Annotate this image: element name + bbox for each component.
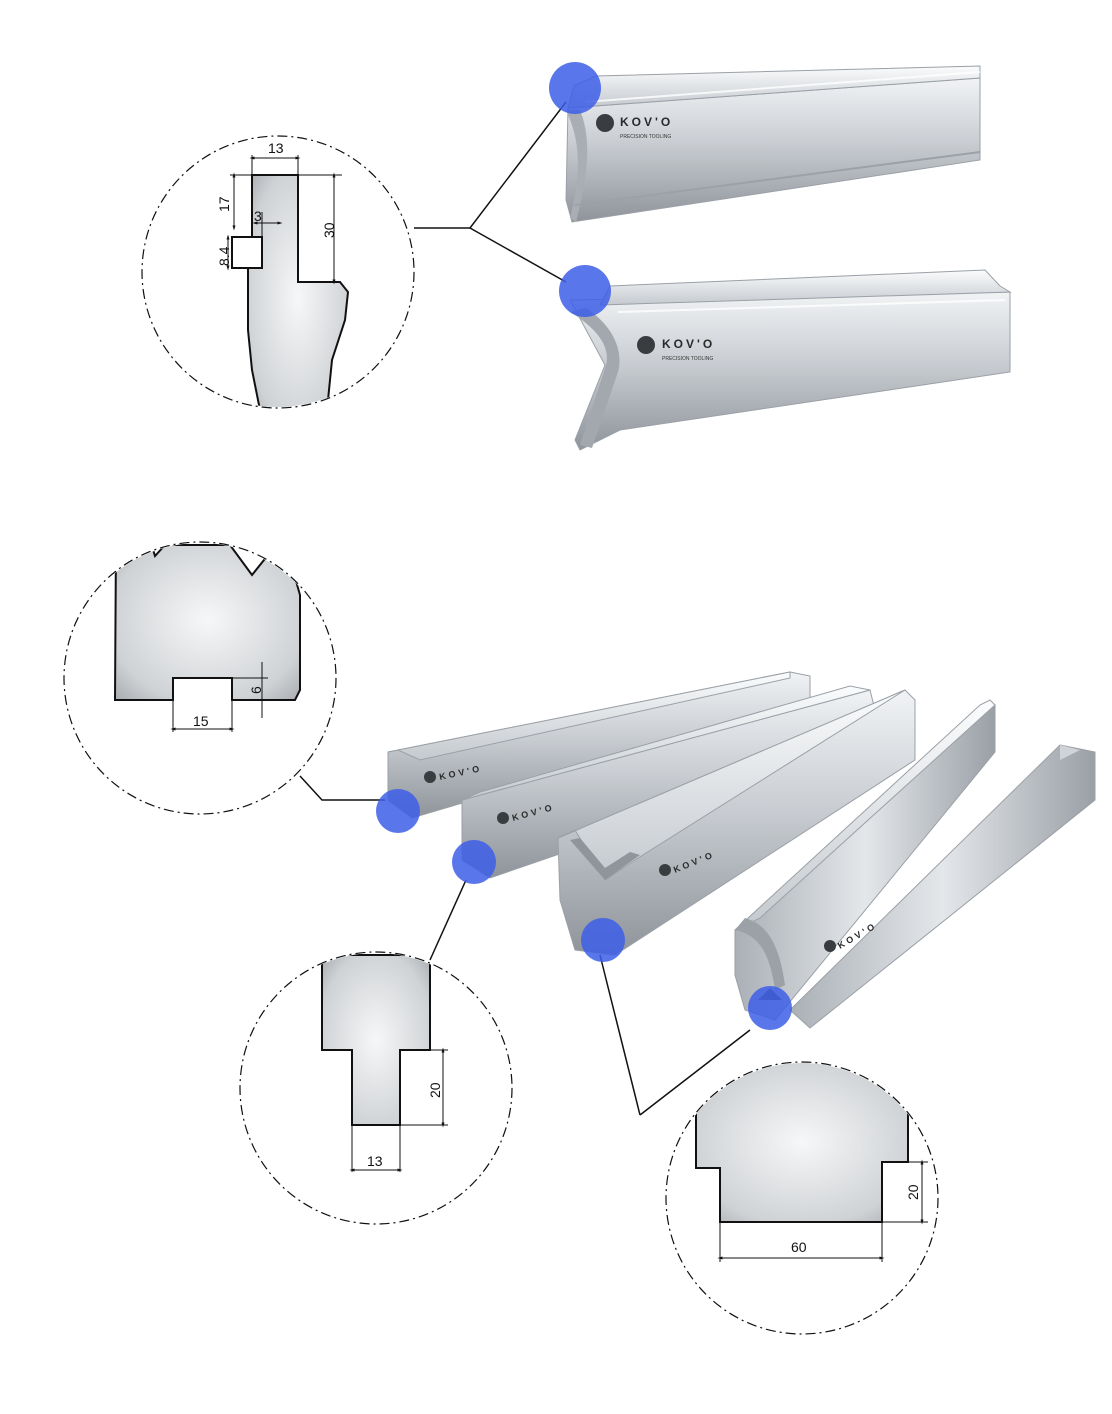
wide-base-profile [695, 1063, 909, 1223]
brand-tagline: PRECISION TOOLING [662, 356, 713, 362]
highlight-marker [452, 840, 496, 884]
highlight-marker [549, 62, 601, 114]
product-die-3: KOV'O [557, 689, 916, 962]
brand-logo-text: KOV'O [620, 115, 673, 129]
dim-wide-base-height: 20 [905, 1184, 921, 1200]
dim-small-tang-height: 20 [427, 1082, 443, 1098]
dim-punch-offset: 3 [254, 208, 262, 224]
product-die-4: KOV'O [734, 699, 1096, 1030]
dim-punch-slot: 8.4 [216, 246, 232, 266]
brand-tagline: PRECISION TOOLING [620, 134, 671, 140]
brand-logo-text: KOV'O [662, 337, 715, 351]
leader-lines-bottom [299, 775, 751, 1116]
product-die-1: KOV'O [376, 671, 811, 833]
detail-circle-punch: 13 17 3 8.4 30 [141, 135, 415, 409]
highlight-marker [581, 918, 625, 962]
detail-circle-die-slot: 15 6 [63, 541, 337, 815]
product-punch-straight: KOV'O PRECISION TOOLING [549, 62, 981, 223]
product-die-2: KOV'O [452, 685, 876, 884]
detail-circle-punch-small: 13 20 [239, 951, 513, 1225]
dim-punch-depth: 30 [321, 222, 337, 238]
dim-punch-width: 13 [268, 140, 284, 156]
detail-circle-die-wide: 60 20 [665, 1061, 939, 1335]
dim-small-tang-width: 13 [367, 1153, 383, 1169]
dim-wide-base-width: 60 [791, 1239, 807, 1255]
leader-lines-top [414, 101, 567, 283]
highlight-marker [748, 986, 792, 1030]
highlight-marker [559, 265, 611, 317]
highlight-marker [376, 789, 420, 833]
product-punch-gooseneck: KOV'O PRECISION TOOLING [559, 265, 1012, 451]
dim-die-slot-width: 15 [193, 713, 209, 729]
dim-punch-top-height: 17 [216, 196, 232, 212]
dim-die-slot-height: 6 [248, 686, 264, 694]
die-base-profile [113, 543, 301, 701]
